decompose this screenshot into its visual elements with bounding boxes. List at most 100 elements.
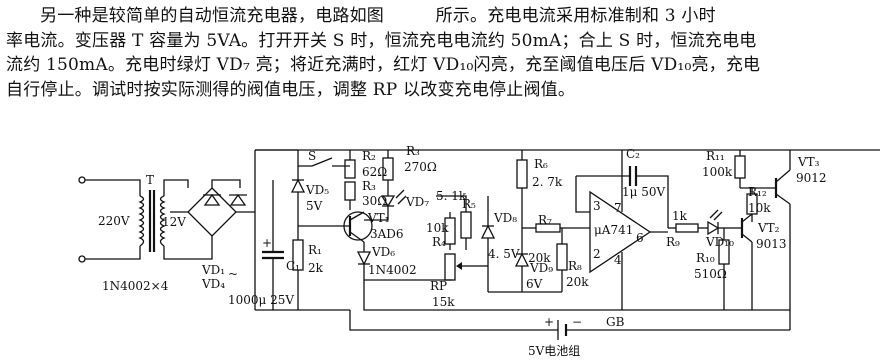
- resistor-r3b: R₃ 270Ω: [382, 144, 437, 196]
- resistor-r9: 1k R₉: [666, 209, 708, 249]
- c1-plus: +: [262, 236, 272, 250]
- description-paragraph: 另一种是较简单的自动恒流充电器，电路如图 所示。充电电流采用标准制和 3 小时 …: [6, 4, 886, 102]
- switch-s: S: [297, 149, 350, 167]
- rectifier-tilde: ~: [228, 267, 238, 281]
- opamp-pin6: 6: [636, 231, 644, 245]
- opamp-pin4: 4: [614, 253, 622, 267]
- vd9-label: VD₉: [529, 261, 553, 275]
- vd5-value: 5V: [306, 199, 323, 213]
- r6-value: 2. 7k: [532, 175, 563, 189]
- r1-label: R₁: [308, 243, 322, 257]
- r9-value: 1k: [672, 209, 688, 223]
- transistor-vt1: VT₁ 3AD6: [298, 211, 404, 252]
- bridge-rectifier: VD₁ VD₄ ~ 1N4002×4: [102, 150, 256, 310]
- c1-value: 1000μ 25V: [228, 293, 294, 307]
- vt1-label: VT₁: [367, 211, 389, 225]
- vt2-label: VT₂: [757, 221, 780, 235]
- capacitor-c2: C₂ 1μ 50V: [575, 147, 669, 228]
- led-vd7: VD₇: [364, 189, 429, 221]
- r2-label: R₂: [362, 149, 376, 163]
- paragraph-line-3: 流约 150mA。充电时绿灯 VD₇ 亮；将近充满时，红灯 VD₁₀闪亮，充至阈…: [6, 55, 761, 75]
- rectifier-label-2: VD₄: [201, 277, 225, 291]
- resistor-r6: R₆ 2. 7k: [516, 150, 563, 228]
- potentiometer-rp: RP 15k: [430, 253, 488, 309]
- secondary-voltage-label: 12V: [162, 215, 186, 229]
- r9-label: R₉: [666, 235, 680, 249]
- transistor-vt2: VT₂ 9013: [730, 213, 787, 310]
- vd6-label: VD₆: [371, 245, 395, 259]
- r8-value: 20k: [566, 275, 589, 289]
- resistor-r11: R₁₁ 100k: [702, 149, 746, 188]
- resistor-r10: R₁₀ 510Ω: [694, 228, 730, 310]
- battery-caption: 5V电池组: [528, 344, 580, 358]
- rp-value: 15k: [432, 295, 455, 309]
- rectifier-label-1: VD₁: [201, 263, 225, 277]
- r10-label: R₁₀: [696, 251, 715, 265]
- rp-label: RP: [430, 279, 447, 293]
- vd6-type: 1N4002: [368, 263, 417, 277]
- diode-vd6: VD₆ 1N4002: [356, 245, 452, 281]
- vd5-label: VD₅: [305, 183, 329, 197]
- c2-label: C₂: [626, 147, 640, 161]
- r3-label: R₃: [362, 179, 376, 193]
- r3-value: 30Ω: [362, 194, 387, 208]
- transformer: T 220V 12V: [78, 173, 189, 263]
- r6-label: R₆: [534, 157, 548, 171]
- vd8-label: VD₈: [493, 211, 517, 225]
- r7-label: R₇: [538, 213, 552, 227]
- r7-value: 20k: [528, 251, 551, 265]
- zener-vd5: VD₅ 5V: [290, 166, 329, 240]
- primary-voltage-label: 220V: [98, 214, 130, 228]
- r12-label: R₁₂: [748, 185, 767, 199]
- vt3-type: 9012: [796, 171, 827, 185]
- battery-label: GB: [606, 315, 625, 329]
- resistor-r2-r3: R₂ 62Ω R₃ 30Ω: [344, 149, 387, 210]
- resistor-r4: 10k R₄: [426, 212, 456, 250]
- battery-minus: −: [572, 315, 582, 329]
- r11-value: 100k: [702, 165, 733, 179]
- r12-value: 10k: [748, 201, 771, 215]
- transistor-vt3: VT₃ 9012: [740, 150, 827, 330]
- paragraph-line-4: 自行停止。调试时按实际测得的阀值电压，调整 RP 以改变充电停止阀值。: [6, 79, 576, 100]
- vt2-type: 9013: [756, 237, 787, 251]
- resistor-r5: 5. 1k R₅: [436, 189, 476, 250]
- resistor-r7: R₇ 20k: [522, 213, 590, 265]
- vt1-type: 3AD6: [370, 227, 404, 241]
- opamp-pin7: 7: [614, 201, 622, 215]
- r5-value: 5. 1k: [436, 189, 467, 203]
- transformer-label: T: [146, 173, 154, 187]
- zener-vd8: VD₈ 4. 5V: [480, 196, 520, 292]
- capacitor-c1: + C₁ 1000μ 25V: [228, 149, 300, 310]
- r2-value: 62Ω: [362, 165, 387, 179]
- vt3-label: VT₃: [797, 155, 820, 169]
- resistor-r12: R₁₂ 10k: [746, 185, 771, 222]
- r3b-value: 270Ω: [404, 160, 437, 174]
- opamp-ua741: 3 2 7 6 4 μA741: [589, 150, 668, 310]
- r1-value: 2k: [308, 261, 324, 275]
- c2-value: 1μ 50V: [622, 185, 666, 199]
- opamp-pin2: 2: [593, 247, 601, 261]
- r4-value: 10k: [426, 221, 449, 235]
- r5-label: R₅: [462, 197, 476, 211]
- vd9-value: 6V: [526, 277, 543, 291]
- ground-rail-right: [363, 280, 790, 311]
- zener-vd9: VD₉ 6V: [514, 228, 553, 292]
- vd8-value: 4. 5V: [488, 247, 520, 261]
- resistor-r8: R₈ 20k: [556, 228, 589, 292]
- paragraph-line-1: 另一种是较简单的自动恒流充电器，电路如图 所示。充电电流采用标准制和 3 小时: [40, 6, 716, 26]
- r4-label: R₄: [432, 235, 446, 249]
- paragraph-line-2: 率电流。变压器 T 容量为 5VA。打开开关 S 时，恒流充电电流约 50mA；…: [6, 30, 757, 51]
- r8-label: R₈: [568, 259, 582, 273]
- rectifier-note: 1N4002×4: [102, 279, 169, 293]
- resistor-r1: R₁ 2k: [292, 239, 324, 310]
- vd7-label: VD₇: [405, 195, 429, 209]
- opamp-pin3: 3: [593, 199, 601, 213]
- battery-plus: +: [544, 315, 554, 329]
- switch-label: S: [308, 149, 316, 163]
- battery-gb: + − GB 5V电池组: [349, 310, 790, 358]
- r3b-label: R₃: [406, 144, 420, 158]
- opamp-label: μA741: [594, 223, 633, 237]
- r11-label: R₁₁: [706, 149, 725, 163]
- r10-value: 510Ω: [694, 267, 727, 281]
